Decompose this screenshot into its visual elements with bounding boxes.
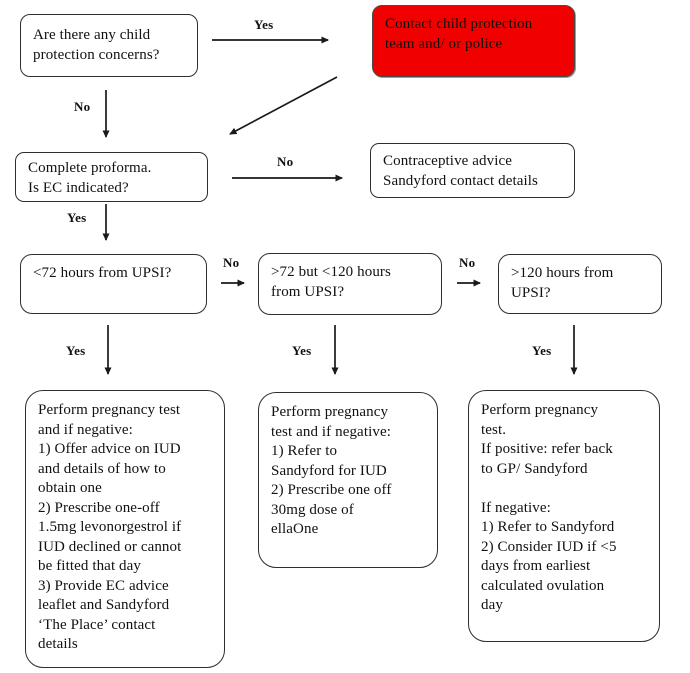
edge-label-yes-down-4: Yes: [532, 343, 552, 358]
edge-label-yes-down-1: Yes: [67, 210, 87, 225]
edge-label-yes-down-2: Yes: [66, 343, 86, 358]
node-child-protection-question: Are there any child protection concerns?: [20, 14, 198, 77]
node-over-120-hours: >120 hours from UPSI?: [498, 254, 662, 314]
node-contact-protection-team: Contact child protection team and/ or po…: [372, 5, 575, 77]
node-outcome-over-120: Perform pregnancy test. If positive: ref…: [468, 390, 660, 642]
node-outcome-under-72: Perform pregnancy test and if negative: …: [25, 390, 225, 668]
node-72-to-120-hours: >72 but <120 hours from UPSI?: [258, 253, 442, 315]
node-under-72-hours: <72 hours from UPSI?: [20, 254, 207, 314]
node-complete-proforma: Complete proforma. Is EC indicated?: [15, 152, 208, 202]
edge-label-no-right-2: No: [223, 255, 240, 270]
edge-label-no-right-3: No: [459, 255, 476, 270]
edge-label-no-right-1: No: [277, 154, 294, 169]
edge-label-no-down-1: No: [74, 99, 91, 114]
edge-label-yes-top: Yes: [254, 17, 274, 32]
node-outcome-72-to-120: Perform pregnancy test and if negative: …: [258, 392, 438, 568]
node-contraceptive-advice: Contraceptive advice Sandyford contact d…: [370, 143, 575, 198]
arrow-contact-team-to-proforma: [229, 76, 338, 135]
edge-label-yes-down-3: Yes: [292, 343, 312, 358]
